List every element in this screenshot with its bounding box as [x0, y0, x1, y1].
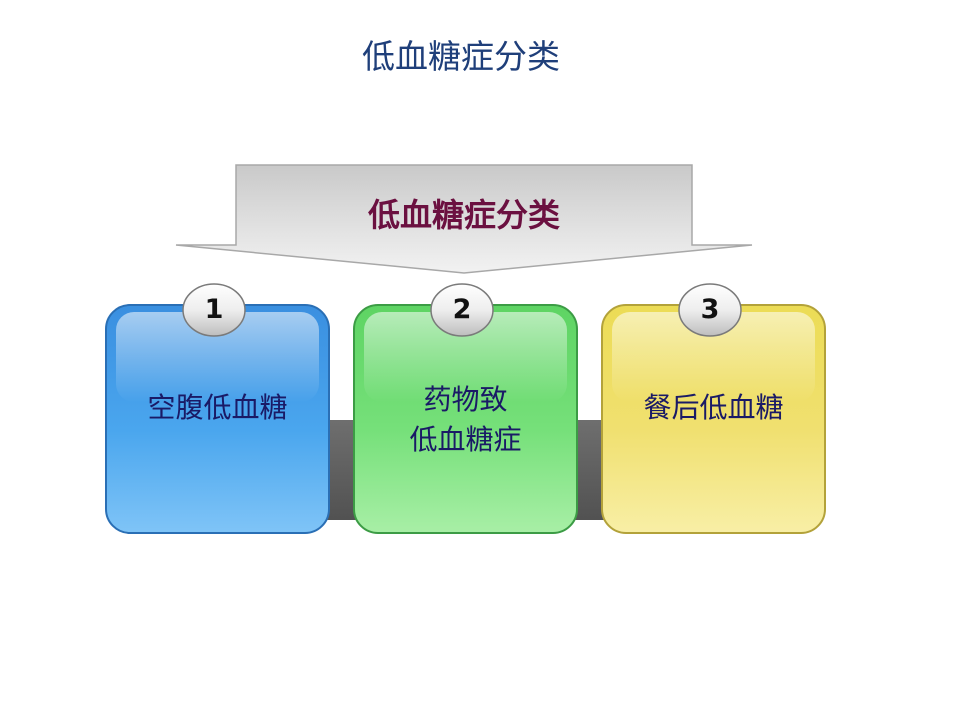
card-3-label: 餐后低血糖 — [643, 391, 784, 424]
badge-1 — [182, 283, 246, 337]
card-2 — [353, 304, 578, 534]
card-2-number: 2 — [452, 294, 472, 325]
banner-label: 低血糖症分类 — [367, 196, 560, 234]
badge-3 — [678, 283, 742, 337]
card-1-number: 1 — [204, 294, 224, 325]
banner-arrow — [175, 164, 753, 274]
page-title: 低血糖症分类 — [362, 37, 560, 76]
card-2-label: 药物致 低血糖症 — [409, 383, 522, 456]
card-1-label: 空腹低血糖 — [147, 391, 288, 424]
card-3 — [601, 304, 826, 534]
card-3-number: 3 — [700, 294, 720, 325]
card-1 — [105, 304, 330, 534]
badge-2 — [430, 283, 494, 337]
